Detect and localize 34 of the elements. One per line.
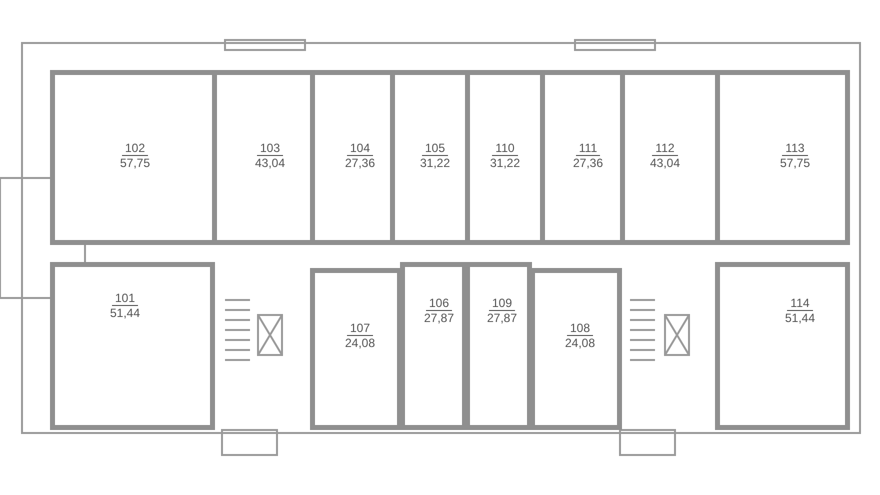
apartment-room: [530, 268, 622, 430]
apartment-room: [50, 262, 215, 430]
apartment-number: 110: [492, 141, 518, 156]
apartment-room: [715, 262, 850, 430]
apartment-area: 27,36: [572, 156, 604, 170]
apartment-number: 103: [256, 141, 284, 156]
apartment-area: 31,22: [420, 156, 450, 170]
apartment-room: [310, 268, 402, 430]
apartment-area: 31,22: [490, 156, 520, 170]
apartment-number: 108: [566, 321, 594, 336]
apartment-number: 106: [426, 296, 452, 311]
apartment-area: 24,08: [344, 336, 376, 350]
apartment-number: 113: [782, 141, 808, 156]
apartment-area: 27,36: [344, 156, 376, 170]
apartment-room: [400, 262, 467, 430]
apartment-area: 43,04: [254, 156, 286, 170]
apartment-area: 43,04: [650, 156, 680, 170]
apartment-number: 114: [787, 296, 813, 311]
apartment-room: [465, 262, 532, 430]
apartment-number: 109: [488, 296, 516, 311]
apartment-area: 27,87: [424, 311, 454, 325]
apartment-number: 101: [112, 291, 138, 306]
apartment-number: 111: [576, 141, 600, 156]
apartment-area: 57,75: [780, 156, 810, 170]
apartment-area: 51,44: [784, 311, 816, 325]
apartment-number: 105: [422, 141, 448, 156]
apartment-number: 112: [652, 141, 678, 156]
apartment-number: 107: [346, 321, 374, 336]
apartment-area: 57,75: [120, 156, 150, 170]
apartment-number: 102: [122, 141, 148, 156]
apartment-number: 104: [346, 141, 374, 156]
apartment-area: 51,44: [110, 306, 140, 320]
apartment-area: 24,08: [564, 336, 596, 350]
apartment-area: 27,87: [486, 311, 518, 325]
